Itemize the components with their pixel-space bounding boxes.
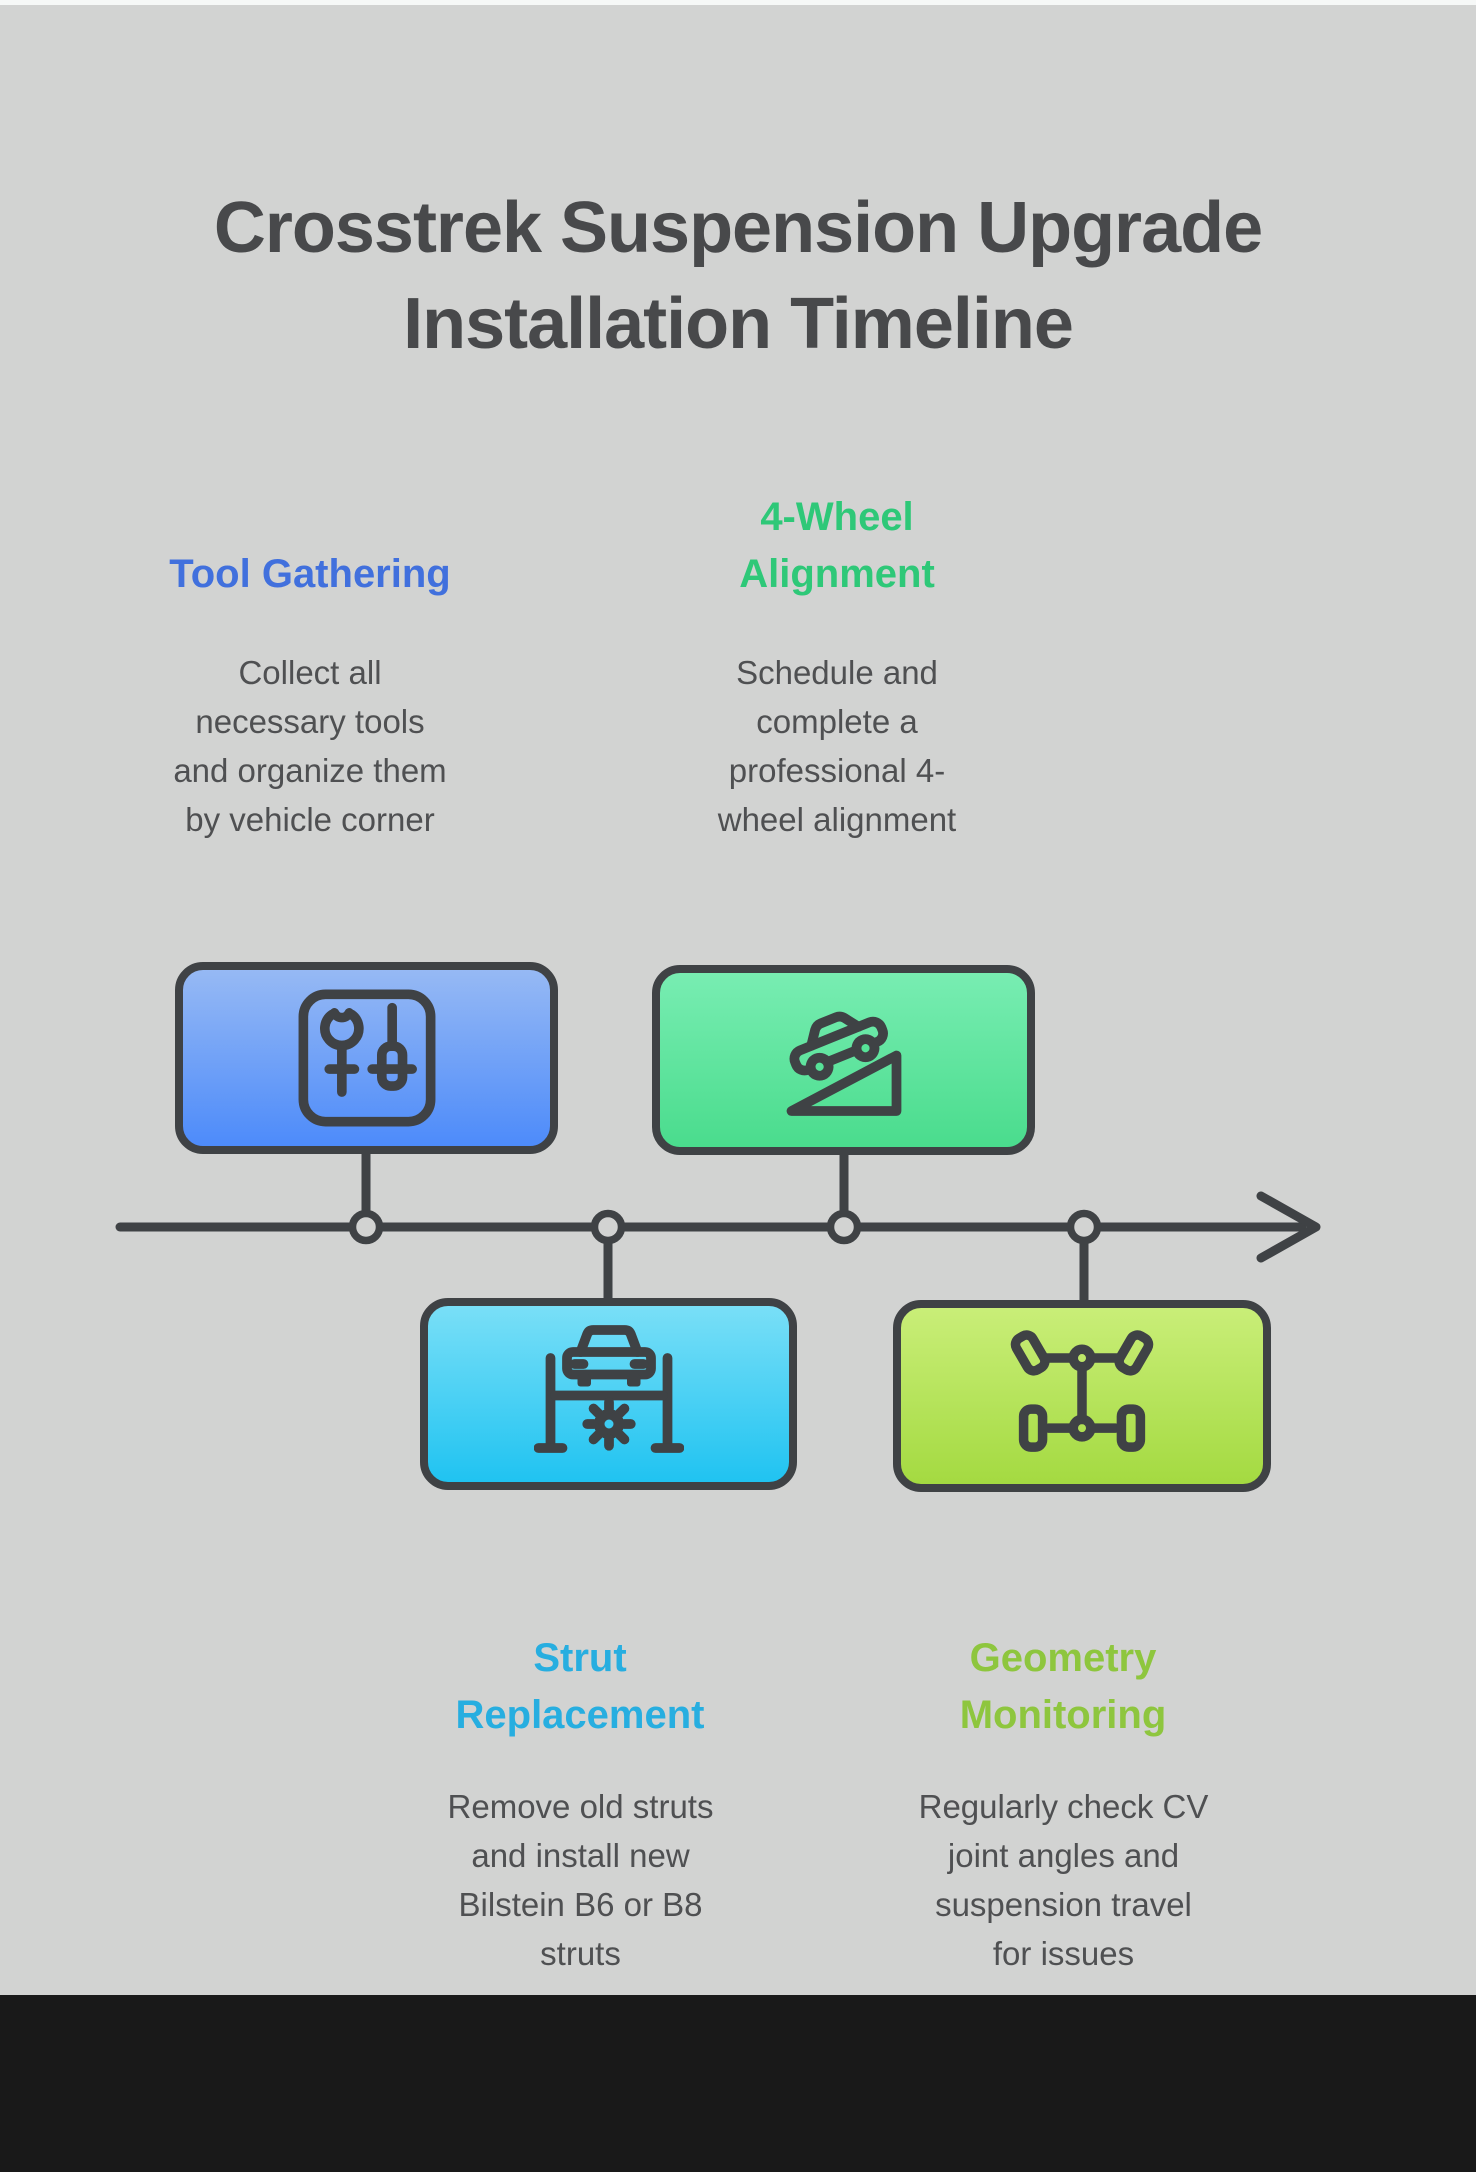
step-box-geometry-monitoring: [893, 1300, 1271, 1492]
timeline-node-3: [826, 1209, 862, 1245]
step-heading-slot: Tool Gathering: [160, 489, 460, 603]
timeline-node-1: [348, 1209, 384, 1245]
step-heading-strut-replacement: Strut Replacement: [455, 1636, 705, 1737]
step-heading-tool-gathering: Tool Gathering: [169, 552, 451, 596]
footer-bar: [0, 1995, 1476, 2172]
timeline-arrow-icon: [1256, 1191, 1321, 1263]
step-box-strut-replacement: [420, 1298, 797, 1490]
chassis-wheels-icon: [1010, 1330, 1154, 1452]
page-title: Crosstrek Suspension Upgrade Installatio…: [213, 188, 1263, 364]
car-on-ramp-icon: [786, 1011, 901, 1116]
step-box-4-wheel-alignment: [652, 965, 1035, 1155]
step-description-4-wheel-alignment: Schedule and complete a professional 4- …: [717, 654, 957, 838]
wrench-screwdriver-icon: [298, 989, 435, 1127]
step-heading-geometry-monitoring: Geometry Monitoring: [959, 1636, 1167, 1737]
step-heading-4-wheel-alignment: 4-Wheel Alignment: [739, 495, 935, 596]
car-lift-gear-icon: [533, 1325, 684, 1453]
step-description-strut-replacement: Remove old struts and install new Bilste…: [447, 1788, 714, 1972]
top-strip: [0, 0, 1476, 5]
step-description-geometry-monitoring: Regularly check CV joint angles and susp…: [918, 1788, 1209, 1972]
step-box-tool-gathering: [175, 962, 558, 1154]
timeline-node-4: [1066, 1209, 1102, 1245]
step-description-tool-gathering: Collect all necessary tools and organize…: [173, 654, 447, 838]
timeline-node-2: [590, 1209, 626, 1245]
step-heading-slot: 4-Wheel Alignment: [687, 489, 987, 603]
